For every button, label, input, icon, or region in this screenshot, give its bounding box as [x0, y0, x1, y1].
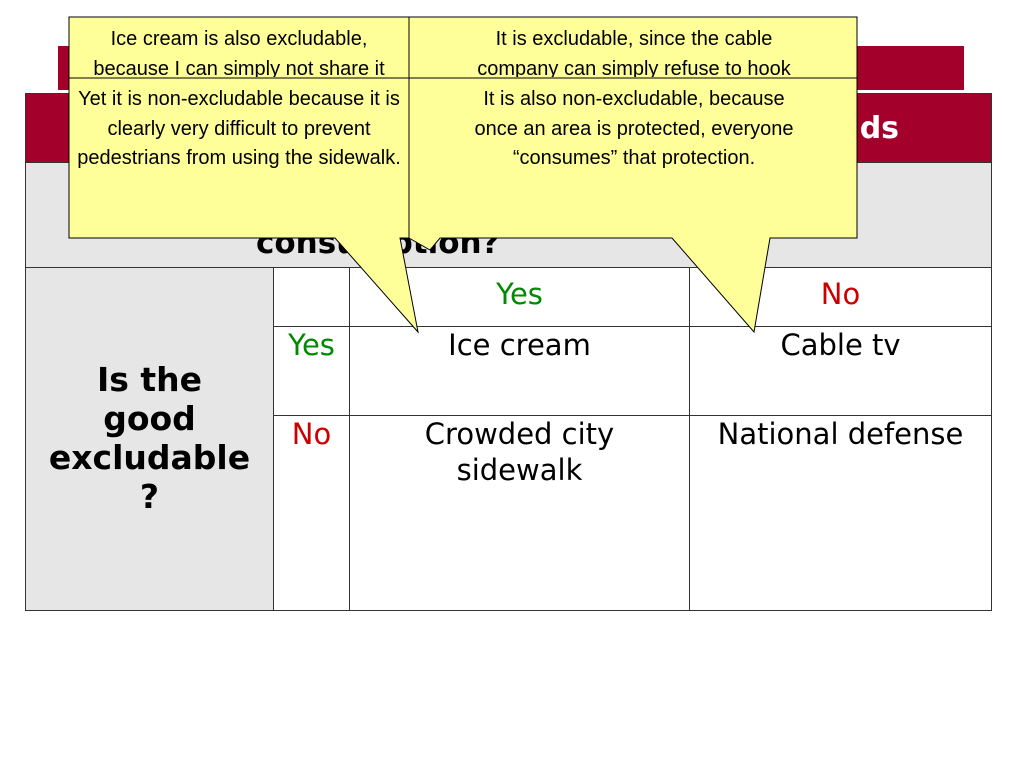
- callout-ice-cream-line-2: because I can simply not share it: [93, 57, 385, 78]
- callout-defense-line-2: once an area is protected, everyone: [474, 117, 794, 140]
- callout-sidewalk-line-3: pedestrians from using the sidewalk.: [77, 147, 401, 169]
- callout-cable-text: It is excludable, since the cable compan…: [411, 25, 857, 77]
- callout-sidewalk-line-1: Yet it is non-excludable because it is: [78, 88, 400, 110]
- excludable-question-line-2: good: [103, 399, 196, 439]
- cell-crowded-sidewalk: Crowded city sidewalk: [349, 415, 690, 611]
- column-header-no: No: [688, 267, 993, 327]
- callout-defense-text: It is also non-excludable, because once …: [411, 85, 857, 185]
- corner-empty-cell: [273, 267, 350, 327]
- table-header-title: ds: [859, 110, 900, 146]
- callout-ice-cream-line-1: Ice cream is also excludable,: [110, 28, 368, 50]
- callout-sidewalk-line-2: clearly very difficult to prevent: [107, 117, 371, 140]
- excludable-question-line-1: Is the: [96, 360, 203, 400]
- cell-crowded-sidewalk-line-2: sidewalk: [456, 453, 583, 488]
- rival-question: consumption?: [256, 225, 500, 261]
- cell-crowded-sidewalk-line-1: Crowded city: [424, 417, 615, 451]
- row-header-yes: Yes: [273, 326, 350, 416]
- column-header-yes: Yes: [349, 267, 690, 327]
- excludable-question-cell: Is the good excludable ?: [25, 267, 274, 611]
- callout-defense-line-3: “consumes” that protection.: [512, 147, 756, 169]
- callout-defense-line-1: It is also non-excludable, because: [483, 88, 785, 110]
- callout-cable-line-1: It is excludable, since the cable: [495, 28, 773, 50]
- cell-national-defense: National defense: [688, 415, 993, 611]
- cell-cable-tv: Cable tv: [688, 326, 993, 416]
- callout-cable-line-2: company can simply refuse to hook: [477, 57, 791, 78]
- excludable-question-line-4: ?: [139, 476, 160, 516]
- callout-ice-cream-text: Ice cream is also excludable, because I …: [69, 25, 409, 77]
- excludable-question-line-3: excludable: [48, 438, 251, 477]
- cell-ice-cream: Ice cream: [349, 326, 690, 416]
- row-header-no: No: [273, 415, 350, 611]
- callout-sidewalk-text: Yet it is non-excludable because it is c…: [69, 85, 409, 185]
